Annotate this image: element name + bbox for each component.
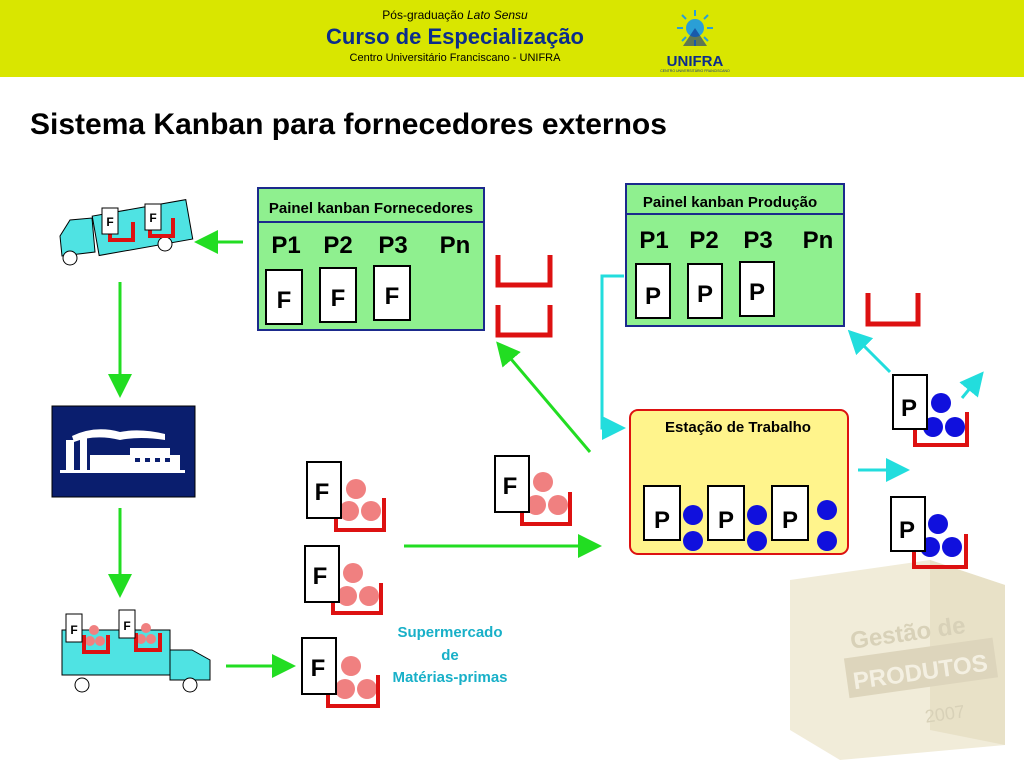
kanban-card-p: P — [635, 263, 671, 319]
panel-production: Painel kanban Produção P1 P2 P3 Pn P P P — [625, 183, 845, 327]
svg-text:F: F — [106, 215, 113, 229]
supermarket-label: Supermercado de Matérias-primas — [392, 624, 507, 686]
panel-suppliers-col-p3: P3 — [378, 232, 407, 259]
logo-subtext: CENTRO UNIVERSITÁRIO FRANCISCANO — [660, 69, 730, 73]
svg-text:P: P — [901, 395, 917, 422]
truck-loaded-icon: F F — [61, 609, 211, 693]
panel-production-col-pn: Pn — [803, 227, 834, 254]
workstation-title: Estação de Trabalho — [665, 419, 811, 436]
kanban-card-p: P — [643, 485, 681, 541]
kanban-card-f: F — [301, 637, 337, 695]
svg-text:P: P — [899, 517, 915, 544]
kanban-card-f: F — [494, 455, 530, 513]
kanban-card-p: P — [771, 485, 809, 541]
empty-bin — [495, 255, 553, 288]
kanban-card-f: F — [373, 265, 411, 321]
panel-production-col-p2: P2 — [689, 227, 718, 254]
svg-text:F: F — [385, 283, 400, 310]
svg-text:de: de — [441, 647, 459, 664]
slide-title: Sistema Kanban para fornecedores externo… — [30, 108, 667, 141]
logo-text: UNIFRA — [667, 53, 724, 70]
empty-bin — [495, 305, 553, 338]
svg-text:F: F — [311, 655, 326, 682]
workstation: Estação de Trabalho P P P — [629, 409, 849, 555]
kanban-card-f: F — [319, 267, 357, 323]
kanban-card-f: F — [65, 613, 83, 643]
svg-text:Supermercado: Supermercado — [397, 624, 502, 641]
svg-text:P: P — [718, 507, 734, 534]
arrow-to-supplier-bins — [496, 341, 592, 453]
arrow-production-panel-to-workstation — [600, 274, 626, 440]
kanban-card-p: P — [739, 261, 775, 317]
kanban-card-p: P — [892, 374, 928, 430]
panel-suppliers-col-pn: Pn — [440, 232, 471, 259]
sun-icon — [677, 10, 713, 46]
header-institution: Centro Universitário Franciscano - UNIFR… — [349, 52, 561, 64]
svg-text:P: P — [697, 281, 713, 308]
svg-text:F: F — [313, 563, 328, 590]
panel-production-col-p3: P3 — [743, 227, 772, 254]
arrow-products-to-empty-bin — [847, 329, 892, 374]
svg-text:F: F — [503, 473, 518, 500]
svg-text:P: P — [645, 283, 661, 310]
unifra-logo: UNIFRA CENTRO UNIVERSITÁRIO FRANCISCANO — [660, 10, 730, 73]
kanban-card-f: F — [306, 461, 342, 519]
panel-production-col-p1: P1 — [639, 227, 668, 254]
panel-suppliers: Painel kanban Fornecedores P1 P2 P3 Pn F… — [257, 187, 485, 331]
kanban-card-p: P — [687, 263, 723, 319]
kanban-card-p: P — [707, 485, 745, 541]
panel-production-title: Painel kanban Produção — [643, 194, 817, 211]
svg-text:F: F — [331, 285, 346, 312]
svg-text:F: F — [277, 287, 292, 314]
svg-text:P: P — [654, 507, 670, 534]
kanban-card-f: F — [304, 545, 340, 603]
svg-text:F: F — [123, 619, 130, 633]
factory-icon — [51, 405, 196, 498]
kanban-card-f: F — [265, 269, 303, 325]
supermarket-bin: F — [306, 461, 386, 532]
header-bar: Pós-graduação Lato Sensu Curso de Especi… — [0, 0, 1024, 77]
svg-text:F: F — [70, 623, 77, 637]
svg-text:Matérias-primas: Matérias-primas — [392, 669, 507, 686]
svg-text:F: F — [315, 479, 330, 506]
panel-suppliers-title: Painel kanban Fornecedores — [269, 200, 473, 217]
empty-bin — [865, 293, 921, 327]
supermarket-bin: F — [301, 637, 380, 708]
panel-suppliers-col-p2: P2 — [323, 232, 352, 259]
product-units — [683, 500, 837, 551]
svg-text:F: F — [149, 211, 156, 225]
header-subtitle: Pós-graduação Lato Sensu — [382, 8, 528, 22]
product-bin: P — [892, 374, 969, 447]
kanban-card-f: F — [118, 609, 136, 639]
watermark-box: Gestão de PRODUTOS 2007 — [790, 560, 1005, 760]
panel-suppliers-col-p1: P1 — [271, 232, 300, 259]
kanban-card-f: F — [144, 203, 162, 231]
product-bin: P — [890, 496, 968, 569]
truck-empty-icon: F F — [59, 199, 194, 266]
supermarket-bin: F — [304, 545, 383, 615]
supermarket-bin: F — [494, 455, 572, 526]
kanban-card-p: P — [890, 496, 926, 552]
svg-text:P: P — [782, 507, 798, 534]
header-course-title: Curso de Especialização — [326, 24, 584, 49]
arrow-products-out — [959, 371, 984, 399]
kanban-card-f: F — [101, 207, 119, 235]
svg-text:P: P — [749, 279, 765, 306]
